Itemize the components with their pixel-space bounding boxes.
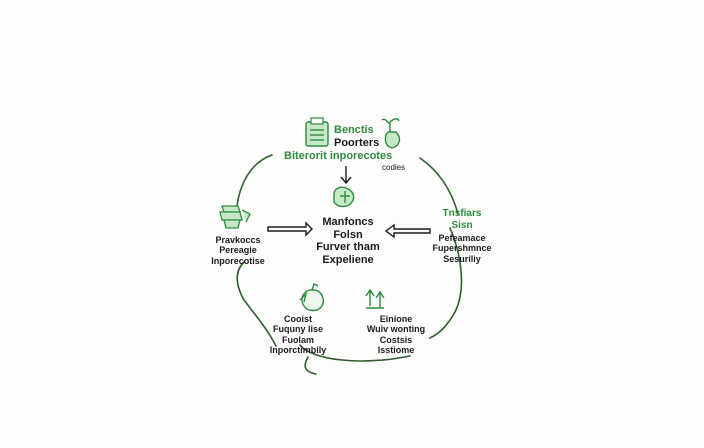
bottom-right-line4: Isstiome [377, 345, 415, 356]
plant-icon [381, 118, 401, 149]
left-node: Pravkoccs Pereagie Inporecotise [206, 235, 270, 266]
bottom-right-line3: Costsis [379, 334, 413, 345]
arc-right [429, 227, 463, 339]
top-node-title: Poorters [334, 137, 379, 150]
bottom-left-node: Cooist Fuquny lise Fuolam Inporctimbily [262, 314, 334, 355]
top-node-heading: Benctis [334, 124, 374, 137]
right-line2: Sisn [451, 219, 473, 231]
top-line4: codies [382, 163, 406, 172]
center-line3: Furver tham [316, 241, 380, 254]
bottom-left-line4: Inporctimbily [269, 345, 327, 356]
top-line3: Biterorit inporecotes [284, 150, 393, 162]
center-line4: Expeliene [322, 253, 374, 266]
connector-arrows [267, 166, 431, 239]
clipboard-icon [305, 117, 329, 147]
right-node-body: Pefeamace Fupershmnce Sesuriliy [428, 233, 496, 264]
top-node-subtitle: Biterorit inporecotes [284, 150, 392, 163]
top-line1: Benctis [334, 124, 374, 136]
center-line2: Folsn [333, 228, 363, 241]
right-line4: Fupershmnce [432, 243, 492, 254]
stack-icon [219, 205, 251, 229]
arc-bottom [299, 344, 411, 362]
center-node: Manfoncs Folsn Furver tham Expeliene [308, 216, 388, 267]
bottom-left-line2: Fuquny lise [272, 324, 323, 335]
arc-left [236, 261, 277, 347]
bottom-left-line3: Fuolam [281, 334, 314, 345]
bottom-right-line1: Einione [379, 314, 413, 324]
arc-top-right [419, 157, 459, 215]
top-node-note: codies [382, 163, 405, 172]
arc-top-left [235, 154, 273, 223]
upload-icon [365, 288, 385, 309]
left-line1: Pravkoccs [215, 235, 261, 245]
top-line2: Poorters [334, 137, 380, 149]
right-line5: Sesuriliy [443, 253, 481, 264]
arrow-right [267, 221, 313, 237]
right-line1: Tnsfiars [442, 208, 482, 219]
arrow-down [340, 166, 352, 185]
bag-icon [299, 283, 324, 312]
left-line3: Inporecotise [211, 255, 265, 266]
right-line3: Pefeamace [438, 233, 486, 243]
bottom-right-node: Einione Wuiv wonting Costsis Isstiome [362, 314, 430, 355]
cycle-icon [333, 186, 355, 208]
center-line1: Manfoncs [322, 216, 374, 228]
left-line2: Pereagie [219, 245, 257, 256]
arrow-left [384, 223, 431, 239]
right-node-heading: Tnsfiars Sisn [428, 208, 496, 231]
bottom-right-line2: Wuiv wonting [366, 324, 426, 335]
bottom-left-line1: Cooist [284, 314, 312, 324]
arc-bottom-tail [304, 356, 317, 375]
